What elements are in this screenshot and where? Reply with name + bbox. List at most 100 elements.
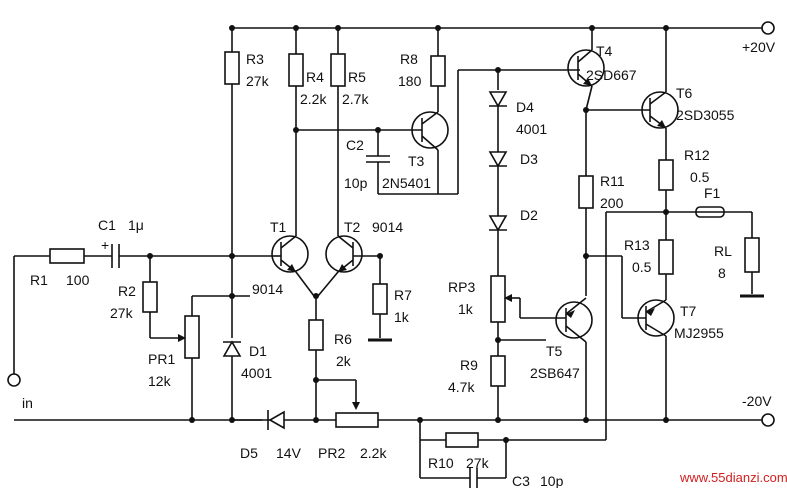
watermark: www.55dianzi.com — [679, 470, 787, 485]
pr1-label: PR1 — [148, 351, 175, 367]
t5-label: T5 — [546, 343, 563, 359]
pr1-value: 12k — [148, 373, 172, 389]
r1-value: 100 — [66, 272, 90, 288]
negative-supply-terminal[interactable] — [761, 413, 775, 427]
r9-label: R9 — [460, 357, 478, 373]
resistor-r7 — [372, 283, 388, 315]
pr2-value: 2.2k — [360, 445, 387, 461]
r8-value: 180 — [398, 73, 422, 89]
resistor-r5 — [330, 53, 346, 87]
output-t7 — [637, 239, 675, 420]
c3-value: 10p — [540, 473, 564, 488]
r12-label: R12 — [684, 147, 710, 163]
preset-pr1 — [184, 315, 200, 359]
preset-pr2 — [335, 412, 379, 428]
d1-value: 4001 — [241, 365, 272, 381]
transistor-t7 — [637, 299, 675, 337]
t3-value: 2N5401 — [382, 175, 431, 191]
vas-stage — [296, 28, 580, 195]
d5-label: D5 — [240, 445, 258, 461]
d4-value: 4001 — [516, 121, 547, 137]
t5-value: 2SB647 — [530, 365, 580, 381]
resistor-r11 — [578, 175, 594, 209]
input-terminal[interactable] — [7, 373, 21, 387]
diode-d4 — [488, 91, 508, 108]
r7-value: 1k — [394, 309, 410, 325]
r8-label: R8 — [400, 51, 418, 67]
resistor-r12 — [658, 159, 674, 191]
r11-label: R11 — [600, 173, 625, 189]
positive-supply-terminal[interactable] — [761, 21, 775, 35]
negative-rail-label: -20V — [742, 393, 772, 409]
t3-label: T3 — [408, 153, 425, 169]
r12-value: 0.5 — [690, 169, 710, 185]
t7-value: MJ2955 — [674, 325, 724, 341]
r9-value: 4.7k — [448, 379, 475, 395]
d5-value: 14V — [276, 445, 302, 461]
rp3-label: RP3 — [448, 279, 475, 295]
resistor-r13 — [658, 239, 674, 275]
preset-rp3 — [490, 275, 506, 323]
negative-rail — [14, 413, 775, 427]
feedback-network — [419, 211, 696, 488]
r4-value: 2.2k — [300, 91, 327, 107]
junction-dots — [147, 25, 669, 443]
rl-label: RL — [714, 243, 732, 259]
f1-label: F1 — [704, 185, 721, 201]
input-label: in — [22, 395, 33, 411]
r3-label: R3 — [246, 51, 264, 67]
r13-label: R13 — [624, 237, 650, 253]
r10-value: 27k — [466, 455, 490, 471]
r2-label: R2 — [118, 283, 136, 299]
driver-t5 — [546, 255, 646, 420]
r1-label: R1 — [30, 272, 48, 288]
positive-rail-label: +20V — [742, 39, 776, 55]
rl-value: 8 — [718, 265, 726, 281]
d3-label: D3 — [520, 151, 538, 167]
d1-label: D1 — [249, 343, 267, 359]
transistor-t6 — [641, 91, 679, 129]
resistor-r8 — [430, 55, 446, 87]
differential-pair — [271, 28, 392, 428]
r3-value: 27k — [246, 73, 270, 89]
r3-d1-branch — [222, 28, 262, 421]
d4-label: D4 — [516, 99, 534, 115]
zener-d5 — [267, 410, 285, 430]
resistor-r10 — [445, 432, 479, 448]
transistor-t1 — [271, 235, 309, 273]
t1-label: T1 — [270, 219, 287, 235]
r5-value: 2.7k — [342, 91, 369, 107]
resistor-r6 — [308, 319, 324, 351]
r6-value: 2k — [336, 353, 352, 369]
t4-label: T4 — [596, 43, 613, 59]
r13-value: 0.5 — [632, 259, 652, 275]
r5-label: R5 — [348, 69, 366, 85]
r10-label: R10 — [428, 455, 454, 471]
resistor-r2 — [142, 281, 158, 313]
r2-value: 27k — [110, 305, 134, 321]
t6-value: 2SD3055 — [676, 107, 735, 123]
t4-value: 2SD667 — [586, 67, 637, 83]
t6-label: T6 — [676, 85, 693, 101]
c1-value: 1μ — [128, 217, 144, 233]
diode-d1 — [222, 340, 242, 357]
input-network — [7, 244, 272, 420]
diode-d2 — [488, 215, 508, 232]
diode-d3 — [488, 151, 508, 168]
t2-value: 9014 — [372, 219, 403, 235]
rp3-value: 1k — [458, 301, 474, 317]
transistor-t5 — [555, 301, 593, 339]
resistor-r4 — [288, 53, 304, 87]
output-fuse-load — [695, 206, 764, 298]
c3-label: C3 — [512, 473, 530, 488]
t7-label: T7 — [680, 303, 697, 319]
transistor-t2 — [325, 235, 363, 273]
c1-polarity: + — [101, 237, 109, 253]
r6-label: R6 — [334, 331, 352, 347]
resistor-r3 — [224, 51, 240, 85]
c2-label: C2 — [346, 137, 364, 153]
positive-rail — [232, 21, 775, 35]
pr2-label: PR2 — [318, 445, 345, 461]
driver-t4 — [567, 28, 650, 296]
c2-value: 10p — [344, 175, 368, 191]
